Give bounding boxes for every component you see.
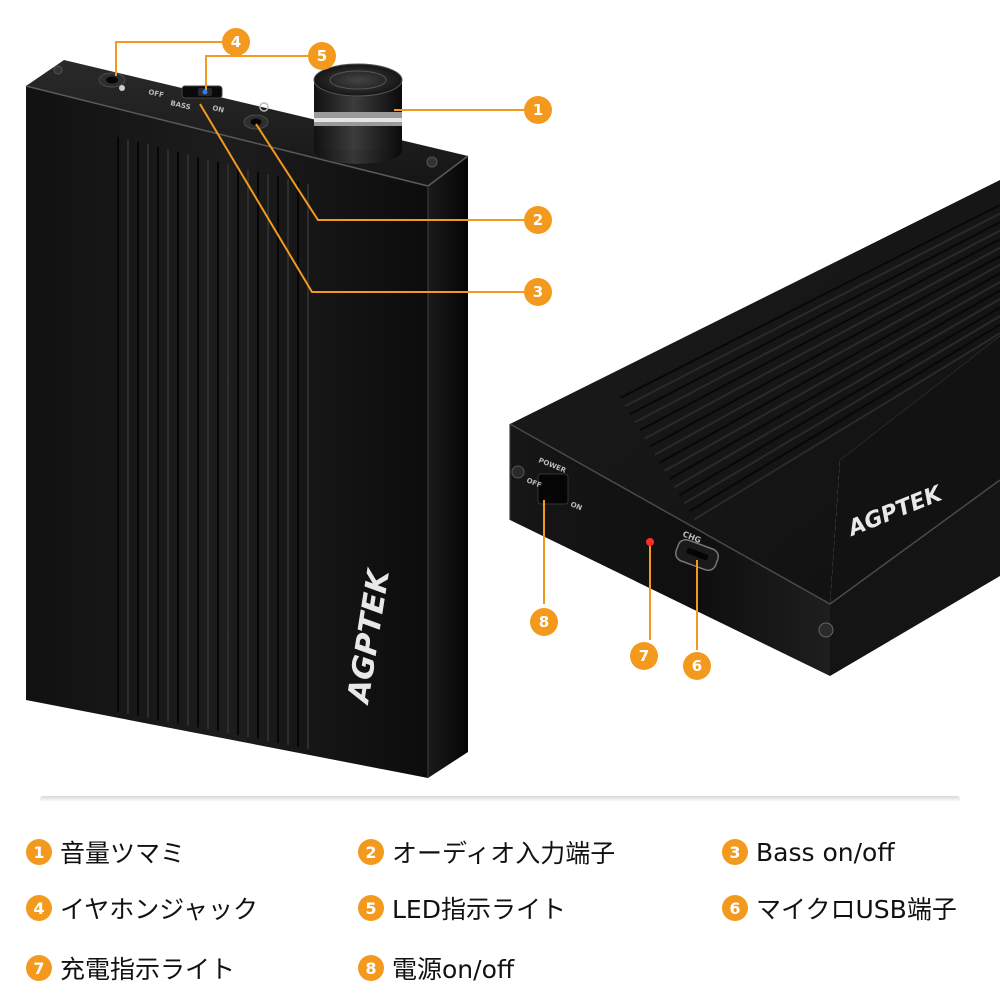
legend-item-1: 1 音量ツマミ [26, 834, 185, 870]
rib-line [659, 272, 1000, 464]
leader-line-5 [205, 55, 308, 90]
legend-item-6: 6 マイクロUSB端子 [722, 890, 957, 926]
legend-item-5: 5 LED指示ライト [358, 890, 566, 926]
legend-label-4: イヤホンジャック [60, 895, 259, 924]
legend-item-7: 7 充電指示ライト [26, 950, 235, 986]
charge-led [646, 538, 654, 546]
legend-badge-1: 1 [26, 839, 52, 865]
callout-number-2: 2 [533, 211, 543, 229]
callout-badge-8: 8 [530, 608, 558, 636]
device-side-view: POWER OFF ON CHG AGPTEK [509, 180, 1000, 676]
device2-right-face [830, 480, 1000, 676]
rib-line [683, 315, 1000, 505]
heatsink-ribs [117, 136, 309, 749]
legend-item-4: 4 イヤホンジャック [26, 890, 258, 926]
product-figure: OFF BASS ON AGPTEK [25, 28, 1000, 778]
device-side-face [428, 156, 468, 778]
leader-line-2 [255, 123, 524, 221]
callout-number-6: 6 [692, 657, 702, 675]
legend-badge-4: 4 [26, 895, 52, 921]
legend-label-5: LED指示ライト [392, 895, 566, 924]
leader-line-3 [199, 103, 524, 293]
callout-badge-5: 5 [308, 42, 336, 70]
callout-number-5: 5 [317, 47, 327, 65]
device2-front-face [510, 424, 830, 676]
callout-number-3: 3 [533, 283, 543, 301]
legend-label-1: 音量ツマミ [60, 839, 186, 868]
rib-line [639, 238, 1000, 432]
legend-item-3: 3 Bass on/off [722, 834, 895, 870]
switch-label-off: OFF [148, 88, 165, 99]
rib-line [673, 298, 1000, 488]
legend-badge-3: 3 [722, 839, 748, 865]
callout-badge-2: 2 [524, 206, 552, 234]
legend-label-7: 充電指示ライト [60, 955, 236, 984]
rib-line [624, 212, 1000, 407]
callout-badge-7: 7 [630, 642, 658, 670]
power-label-on: ON [569, 500, 583, 512]
callout-number-7: 7 [639, 647, 649, 665]
legend-label-3: Bass on/off [756, 837, 895, 867]
callout-badge-6: 6 [683, 652, 711, 680]
leader-line-4 [115, 41, 222, 76]
rib-line [678, 306, 1000, 497]
rib-line [619, 204, 1000, 399]
callout-number-4: 4 [231, 33, 241, 51]
rib-line [634, 229, 1000, 424]
legend-label-8: 電源on/off [392, 955, 515, 984]
legend-badge-8: 8 [358, 955, 384, 981]
callout-badge-4: 4 [222, 28, 250, 56]
callout-badges: 1 2 3 4 5 6 7 8 [222, 28, 711, 680]
legend-item-8: 8 電源on/off [358, 950, 514, 986]
legend-label-2: オーディオ入力端子 [392, 839, 616, 868]
legend-badge-6: 6 [722, 895, 748, 921]
volume-knob [313, 63, 403, 164]
earphone-jack [98, 72, 126, 91]
rib-line [654, 263, 1000, 456]
callout-number-1: 1 [533, 101, 543, 119]
rib-line [644, 246, 1000, 440]
legend-label-6: マイクロUSB端子 [756, 895, 957, 924]
heatsink-ribs-top [619, 204, 1000, 521]
rib-line [664, 281, 1000, 472]
callout-number-8: 8 [539, 613, 549, 631]
legend-badge-5: 5 [358, 895, 384, 921]
section-divider [40, 796, 960, 802]
callout-leader-lines [115, 41, 698, 650]
callout-badge-3: 3 [524, 278, 552, 306]
rib-line [693, 332, 1000, 521]
rib-line [629, 221, 1000, 416]
legend-item-2: 2 オーディオ入力端子 [358, 834, 615, 870]
device-front-view: OFF BASS ON AGPTEK [25, 60, 469, 778]
audio-input-jack [243, 102, 269, 130]
rib-line [669, 289, 1000, 480]
legend-badge-7: 7 [26, 955, 52, 981]
rib-line [649, 255, 1000, 448]
callout-badge-1: 1 [524, 96, 552, 124]
legend-badge-2: 2 [358, 839, 384, 865]
switch-label-on: ON [212, 104, 225, 114]
rib-line [688, 323, 1000, 513]
